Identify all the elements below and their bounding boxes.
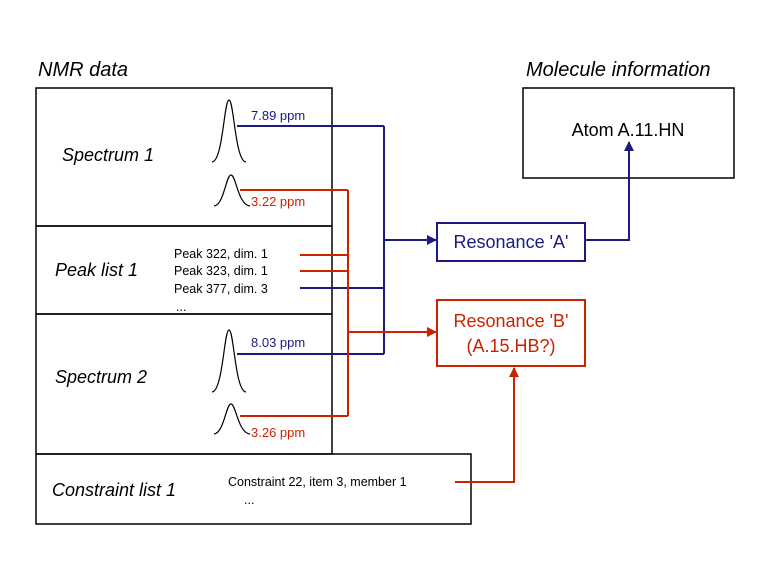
resonance-b-label-line2: (A.15.HB?)	[466, 336, 555, 356]
atom-label: Atom A.11.HN	[572, 120, 685, 140]
peak-list-ellipsis: ...	[176, 300, 186, 314]
constraint-list-ellipsis: ...	[244, 493, 254, 507]
nmr-data-heading: NMR data	[38, 59, 128, 81]
red-connectors	[240, 189, 519, 483]
spectrum1-ppm-b: 3.22 ppm	[251, 194, 305, 209]
resonance-b-label-line1: Resonance 'B'	[454, 311, 569, 331]
spectrum2-label: Spectrum 2	[55, 367, 147, 387]
spectrum1-label: Spectrum 1	[62, 145, 154, 165]
constraint-list-item: Constraint 22, item 3, member 1	[228, 475, 407, 489]
arrow-to-atom	[585, 141, 634, 241]
blue-connectors	[237, 125, 634, 355]
peak-list1-label: Peak list 1	[55, 260, 138, 280]
constraint-list1-box	[35, 453, 472, 525]
resonance-a-label: Resonance 'A'	[454, 232, 569, 252]
peak-list-item: Peak 377, dim. 3	[174, 282, 268, 296]
spectrum2-ppm-b: 3.26 ppm	[251, 425, 305, 440]
spectrum1-peak-icon	[211, 99, 247, 163]
peak-list-item: Peak 323, dim. 1	[174, 264, 268, 278]
spectrum1-peak-small-icon	[213, 174, 251, 207]
peak-list-item: Peak 322, dim. 1	[174, 247, 268, 261]
resonance-b-box	[436, 299, 586, 367]
spectrum1-ppm-a: 7.89 ppm	[251, 108, 305, 123]
arrow-constraint-to-resonance-b	[455, 367, 519, 483]
molecule-information-heading: Molecule information	[526, 59, 711, 81]
spectrum2-peak-small-icon	[213, 403, 251, 435]
spectrum2-peak-icon	[211, 329, 247, 393]
constraint-list1-label: Constraint list 1	[52, 480, 176, 500]
resonance-a-box	[436, 222, 586, 262]
spectrum2-ppm-a: 8.03 ppm	[251, 335, 305, 350]
